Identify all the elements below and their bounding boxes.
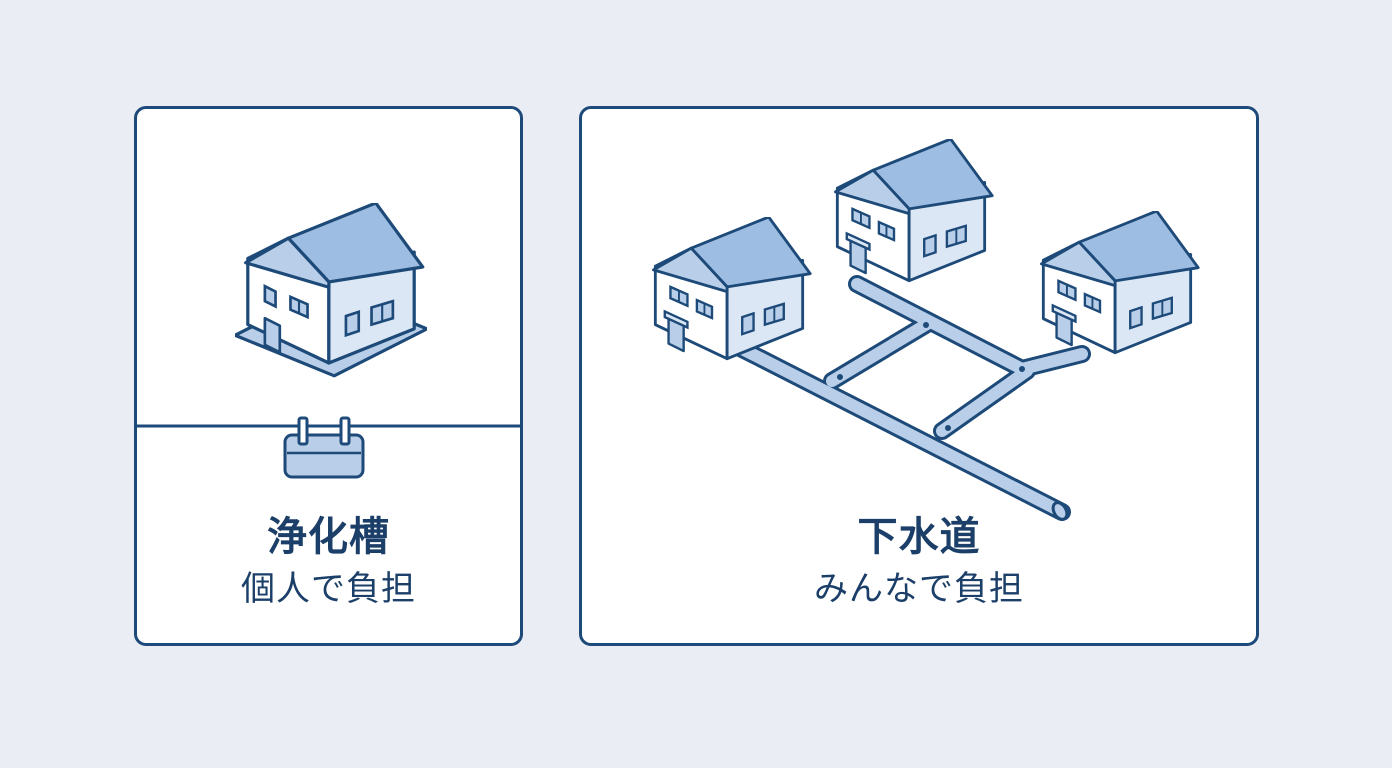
sewer-title: 下水道 (857, 514, 981, 560)
septic-tank-title: 浄化槽 (267, 514, 390, 560)
sewer-subtitle: みんなで負担 (814, 569, 1024, 609)
sewer-panel: 下水道 みんなで負担 (579, 106, 1259, 646)
house-icon (1040, 211, 1200, 355)
septic-tank-icon (283, 416, 365, 479)
house-icon (652, 217, 812, 361)
house-icon (235, 203, 427, 378)
septic-tank-panel: 浄化槽 個人で負担 (134, 106, 523, 646)
septic-tank-subtitle: 個人で負担 (241, 569, 416, 609)
sewer-pipes (733, 275, 1091, 521)
house-icon (834, 139, 994, 283)
septic-tank-illustration (137, 203, 520, 479)
sewer-network-illustration (652, 139, 1200, 521)
